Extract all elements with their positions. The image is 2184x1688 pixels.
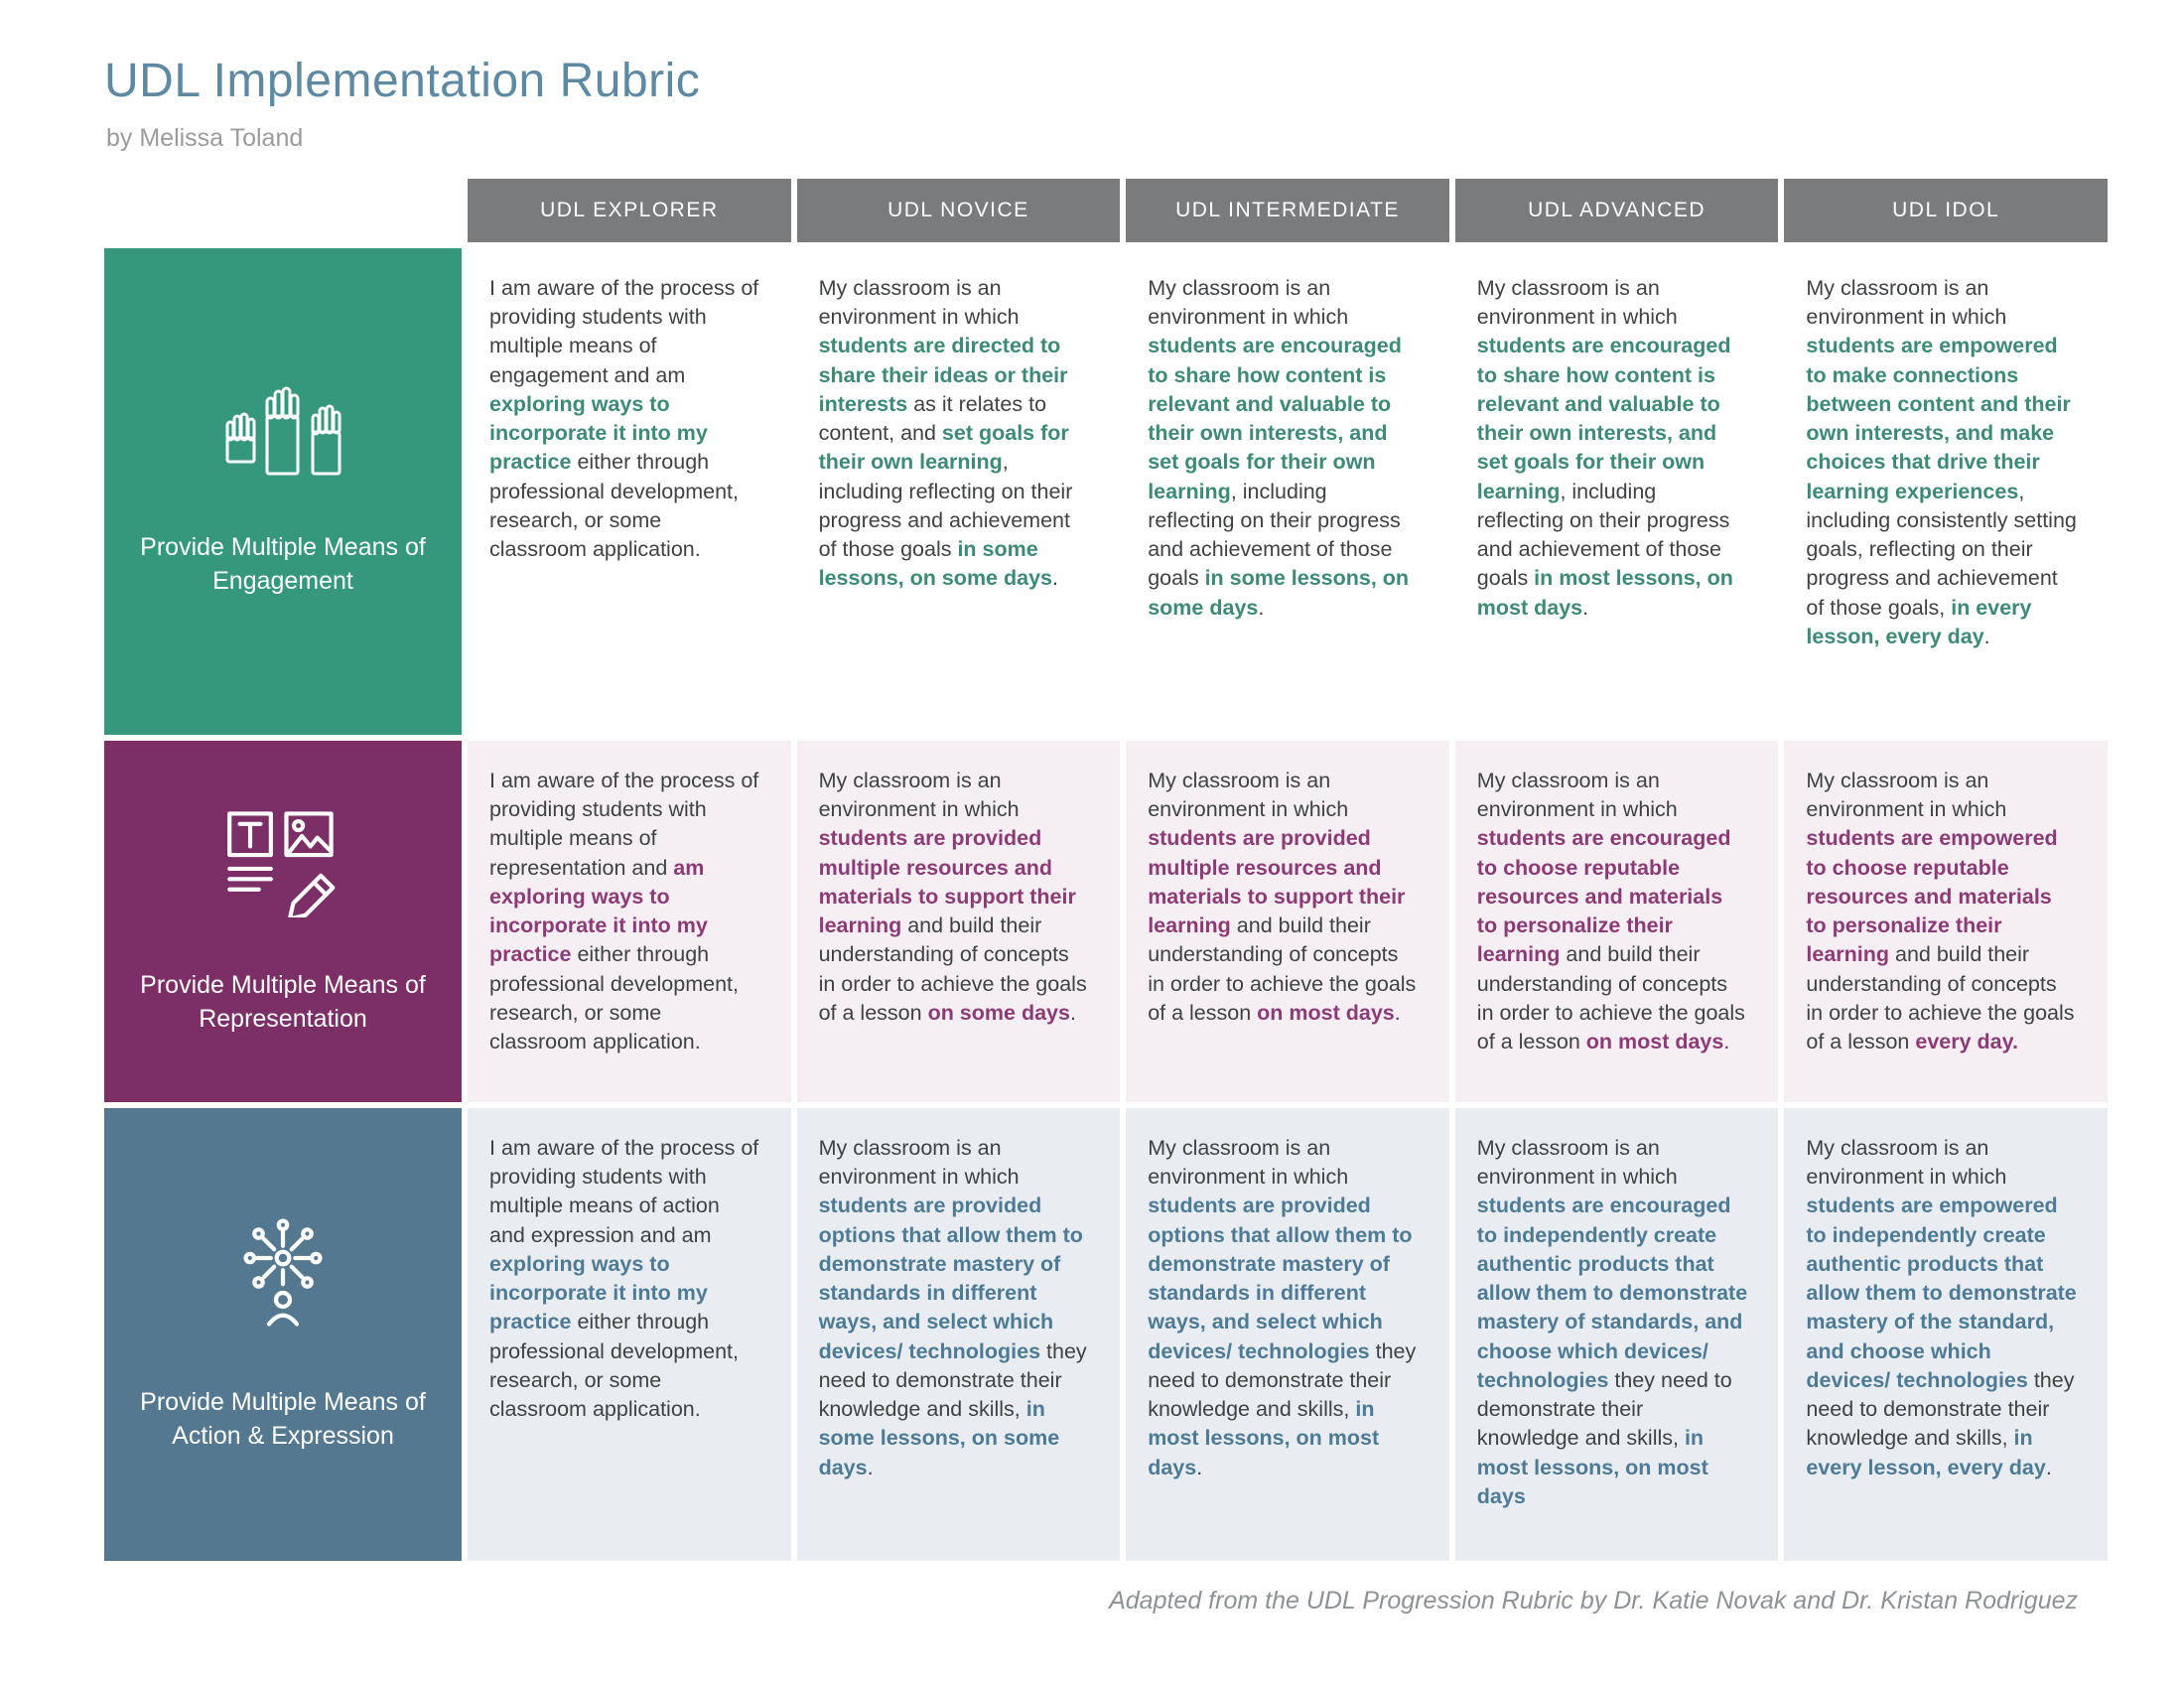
cell-engagement-explorer: I am aware of the process of providing s… bbox=[468, 248, 791, 735]
column-header-udl-advanced: UDL ADVANCED bbox=[1454, 179, 1779, 242]
attribution-note: Adapted from the UDL Progression Rubric … bbox=[1109, 1587, 2078, 1615]
column-header-udl-idol: UDL IDOL bbox=[1784, 179, 2108, 242]
row-header-action-expression: Provide Multiple Means of Action & Expre… bbox=[104, 1108, 462, 1561]
byline: by Melissa Toland bbox=[106, 124, 304, 152]
cell-engagement-novice: My classroom is an environment in which … bbox=[796, 248, 1121, 735]
row-header-representation: Provide Multiple Means of Representation bbox=[104, 741, 462, 1102]
cell-representation-novice: My classroom is an environment in which … bbox=[796, 741, 1121, 1102]
column-header-udl-explorer: UDL EXPLORER bbox=[468, 179, 791, 242]
cell-action-intermediate: My classroom is an environment in which … bbox=[1126, 1108, 1449, 1561]
page-content: UDL Implementation Rubric by Melissa Tol… bbox=[104, 0, 2108, 1616]
column-header-udl-novice: UDL NOVICE bbox=[796, 179, 1121, 242]
cell-action-novice: My classroom is an environment in which … bbox=[796, 1108, 1121, 1561]
cell-action-idol: My classroom is an environment in which … bbox=[1784, 1108, 2108, 1561]
cell-engagement-intermediate: My classroom is an environment in which … bbox=[1126, 248, 1449, 735]
cell-representation-advanced: My classroom is an environment in which … bbox=[1454, 741, 1779, 1102]
row-label-engagement: Provide Multiple Means of Engagement bbox=[140, 533, 426, 595]
row-label-representation: Provide Multiple Means of Representation bbox=[140, 971, 426, 1033]
cell-representation-explorer: I am aware of the process of providing s… bbox=[468, 741, 791, 1102]
page-title: UDL Implementation Rubric bbox=[104, 55, 701, 107]
text-image-media-icon bbox=[227, 811, 336, 918]
cell-representation-idol: My classroom is an environment in which … bbox=[1784, 741, 2108, 1102]
cell-action-advanced: My classroom is an environment in which … bbox=[1454, 1108, 1779, 1561]
cell-engagement-advanced: My classroom is an environment in which … bbox=[1454, 248, 1779, 735]
row-label-action-expression: Provide Multiple Means of Action & Expre… bbox=[140, 1387, 426, 1450]
cell-action-explorer: I am aware of the process of providing s… bbox=[468, 1108, 791, 1561]
raised-hands-icon bbox=[225, 386, 341, 476]
rubric-table: UDL EXPLORER UDL NOVICE UDL INTERMEDIATE… bbox=[104, 179, 2108, 1561]
cell-engagement-idol: My classroom is an environment in which … bbox=[1784, 248, 2108, 735]
cell-representation-intermediate: My classroom is an environment in which … bbox=[1126, 741, 1449, 1102]
burst-network-icon bbox=[243, 1218, 323, 1327]
row-header-engagement: Provide Multiple Means of Engagement bbox=[104, 248, 462, 735]
table-corner-spacer bbox=[104, 179, 462, 242]
column-header-udl-intermediate: UDL INTERMEDIATE bbox=[1126, 179, 1449, 242]
